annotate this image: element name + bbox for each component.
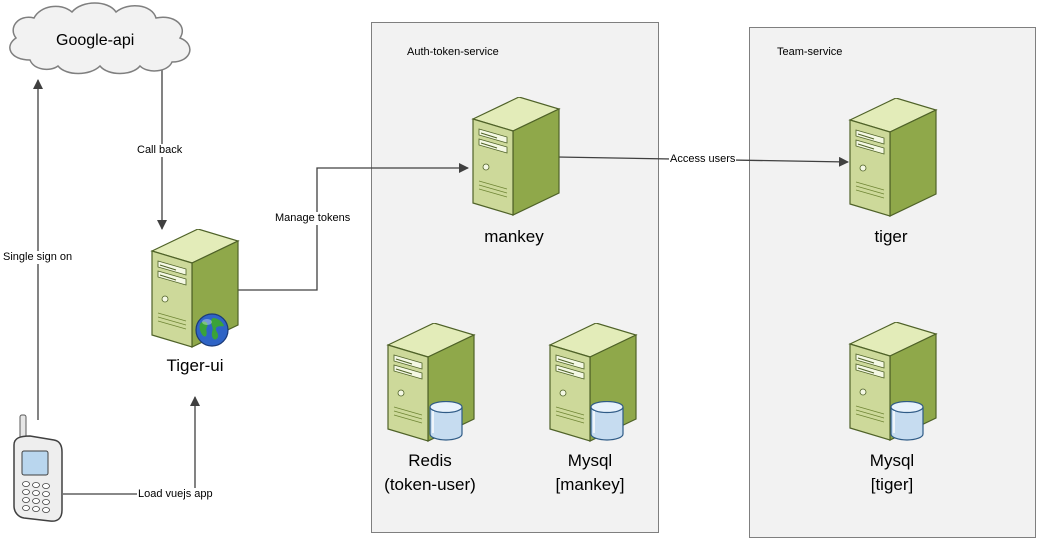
tiger-ui-web-server-icon: [151, 229, 239, 348]
mysql-tiger-label-line2: [tiger]: [870, 475, 914, 494]
redis-database-server-icon: [387, 323, 475, 442]
redis-label-line2: (token-user): [384, 475, 476, 494]
google-api-label: Google-api: [56, 32, 135, 49]
tiger-label: tiger: [874, 227, 908, 246]
auth-token-service-title: Auth-token-service: [407, 46, 499, 58]
call-back-label: Call back: [136, 144, 184, 157]
team-service-title: Team-service: [777, 46, 843, 58]
manage-tokens-arrow: [237, 163, 469, 291]
tiger-server-icon: [849, 98, 937, 217]
load-vuejs-app-arrow: [63, 396, 200, 495]
mysql-tiger-label-line1: Mysql: [869, 451, 915, 470]
single-sign-on-label: Single sign on: [2, 251, 74, 264]
mysql-mankey-label-line2: [mankey]: [555, 475, 625, 494]
mankey-label: mankey: [484, 227, 544, 246]
tiger-ui-label: Tiger-ui: [166, 356, 224, 375]
cloud-icon: [9, 2, 191, 75]
mobile-phone-icon: [13, 414, 63, 522]
load-vuejs-app-label: Load vuejs app: [137, 488, 214, 501]
access-users-label: Access users: [669, 153, 737, 166]
mysql-mankey-label-line1: Mysql: [567, 451, 613, 470]
mysql-tiger-database-server-icon: [849, 322, 937, 441]
manage-tokens-label: Manage tokens: [274, 212, 352, 225]
redis-label-line1: Redis: [408, 451, 452, 470]
mysql-mankey-database-server-icon: [549, 323, 637, 442]
mankey-server-icon: [472, 97, 560, 216]
